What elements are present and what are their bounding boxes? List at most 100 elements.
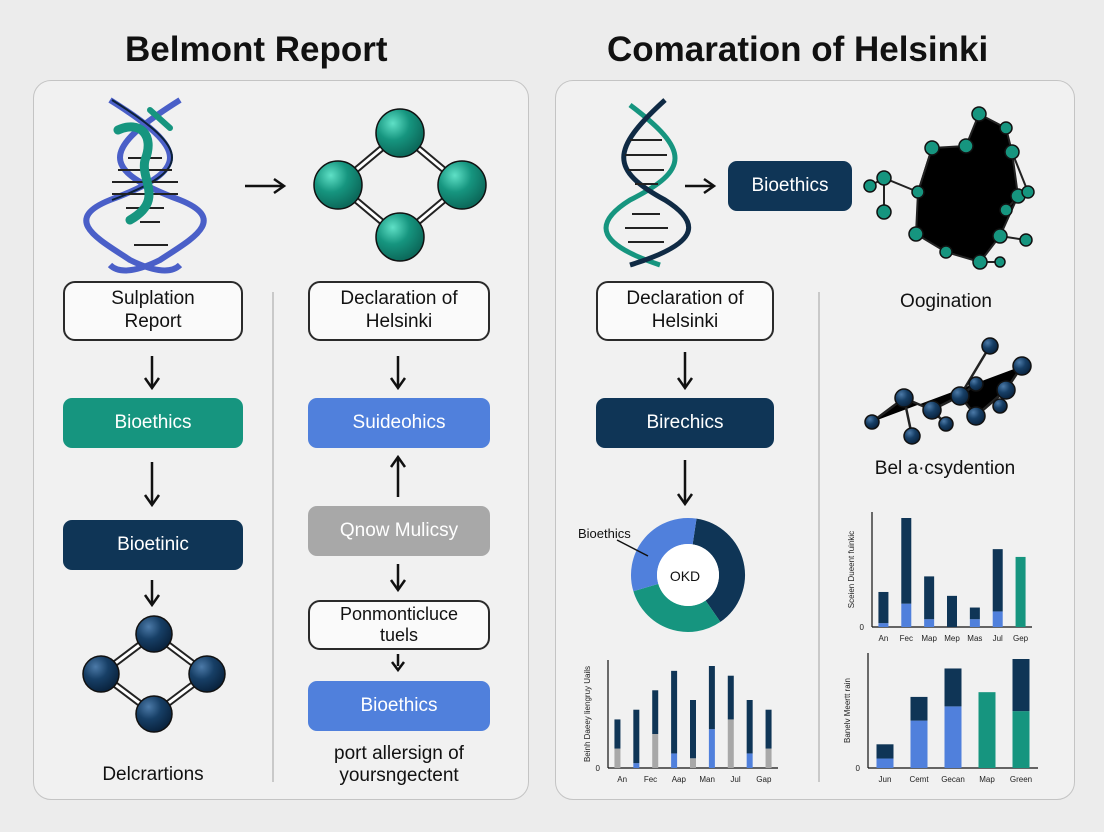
x-tick-label: Gep bbox=[1013, 634, 1029, 643]
bar-lower bbox=[969, 619, 980, 627]
donut-label-leader bbox=[616, 539, 649, 557]
oogination-caption: Oogination bbox=[900, 291, 992, 312]
bar-upper bbox=[765, 709, 772, 749]
bar-upper bbox=[633, 709, 640, 764]
y-tick-label: 0 bbox=[860, 623, 865, 632]
bar-upper bbox=[708, 666, 715, 730]
donut-slice bbox=[631, 518, 697, 592]
declaration-helsinki-box-right: Declaration of Helsinki bbox=[596, 281, 774, 341]
bar-upper bbox=[671, 670, 678, 754]
bar-lower bbox=[708, 729, 715, 768]
bar-lower bbox=[944, 706, 962, 768]
declaration-helsinki-box: Declaration of Helsinki bbox=[308, 281, 490, 341]
x-tick-label: Gap bbox=[756, 775, 772, 784]
y-tick-label: 0 bbox=[856, 764, 861, 773]
bar-lower bbox=[992, 611, 1003, 627]
bar-upper bbox=[727, 675, 734, 720]
donut-slice bbox=[691, 518, 745, 622]
bar-upper bbox=[924, 576, 935, 620]
x-tick-label: Jul bbox=[993, 634, 1003, 643]
x-tick-label: Map bbox=[921, 634, 937, 643]
x-tick-label: Map bbox=[979, 775, 995, 784]
dna-helix-right-icon bbox=[603, 98, 692, 268]
bioethics-pill-teal: Bioethics bbox=[63, 398, 243, 448]
left-divider bbox=[272, 292, 274, 782]
x-tick-label: Mas bbox=[967, 634, 982, 643]
bioetinic-pill-navy: Bioetinic bbox=[63, 520, 243, 570]
bar-lower bbox=[1012, 711, 1030, 768]
bar-lower bbox=[978, 692, 996, 768]
bioethics-pill-top: Bioethics bbox=[728, 161, 852, 211]
ponmonticluce-box: Ponmonticluce tuels bbox=[308, 600, 490, 650]
donut-center-label: OKD bbox=[669, 568, 701, 584]
left-title: Belmont Report bbox=[125, 30, 388, 69]
suideohics-pill-blue: Suideohics bbox=[308, 398, 490, 448]
bar-lower bbox=[633, 763, 640, 768]
molecule-navy-icon bbox=[82, 615, 226, 733]
x-tick-label: Jul bbox=[730, 775, 740, 784]
y-axis-label: Sceien Dueent fuinkic bbox=[847, 531, 856, 608]
arrow-right-icon-2 bbox=[685, 177, 717, 195]
donut-slice bbox=[633, 583, 721, 632]
bar-upper bbox=[944, 668, 962, 707]
arrow-right-icon bbox=[245, 177, 287, 195]
port-allersign-caption: port allersign of yoursngectent bbox=[334, 743, 464, 786]
donut-label: Bioethics bbox=[578, 526, 631, 541]
bar-upper bbox=[901, 518, 912, 604]
bar-upper bbox=[614, 719, 621, 749]
bar-upper bbox=[947, 595, 957, 627]
y-axis-label: Banelv Meertt rain bbox=[843, 678, 852, 743]
bar-lower bbox=[746, 753, 753, 768]
right-divider bbox=[818, 292, 820, 782]
x-tick-label: Mep bbox=[944, 634, 960, 643]
dna-helix-icon bbox=[83, 97, 207, 274]
qnow-mulicsy-pill-gray: Qnow Mulicsy bbox=[308, 506, 490, 556]
y-axis-label: Beinh Daeey liengruy Uails bbox=[583, 666, 592, 762]
bar-upper bbox=[1012, 659, 1030, 712]
donut-hole bbox=[657, 544, 719, 606]
x-tick-label: Fec bbox=[900, 634, 913, 643]
donut-chart bbox=[631, 518, 745, 632]
x-tick-label: An bbox=[879, 634, 889, 643]
x-tick-label: Jun bbox=[879, 775, 892, 784]
bar-upper bbox=[690, 700, 696, 759]
x-tick-label: Cemt bbox=[909, 775, 929, 784]
bar-lower bbox=[690, 758, 696, 768]
bar-lower bbox=[614, 748, 621, 768]
y-tick-label: 0 bbox=[596, 764, 601, 773]
flow-arrows-col1 bbox=[143, 356, 161, 608]
x-tick-label: Aap bbox=[672, 775, 687, 784]
bar-upper bbox=[969, 607, 980, 620]
bar-lower bbox=[910, 720, 928, 768]
bar-lower bbox=[765, 748, 772, 768]
bioethics-pill-blue: Bioethics bbox=[308, 681, 490, 731]
bar-upper bbox=[652, 690, 659, 734]
x-tick-label: An bbox=[617, 775, 627, 784]
x-tick-label: Green bbox=[1010, 775, 1032, 784]
birechics-pill: Birechics bbox=[596, 398, 774, 448]
bel-acsydention-caption: Bel a·csydention bbox=[874, 458, 1016, 479]
bar-lower bbox=[652, 734, 659, 768]
bar-lower bbox=[901, 603, 912, 627]
molecule-diamond-icon bbox=[313, 108, 487, 262]
bar-upper bbox=[878, 591, 889, 624]
bar-lower bbox=[671, 753, 678, 768]
delcrartions-caption: Delcrartions bbox=[102, 764, 204, 785]
bar-lower bbox=[924, 619, 935, 627]
bar-upper bbox=[910, 696, 928, 721]
x-tick-label: Fec bbox=[644, 775, 657, 784]
bar-lower bbox=[878, 623, 889, 627]
flow-arrows-right bbox=[676, 352, 694, 507]
bar-lower bbox=[876, 758, 894, 768]
bar-lower bbox=[1015, 556, 1026, 627]
network-navy-icon bbox=[864, 337, 1032, 445]
bar-lower bbox=[727, 719, 734, 768]
sulplation-report-box: Sulplation Report bbox=[63, 281, 243, 341]
bar-upper bbox=[876, 744, 894, 759]
network-molecule-icon bbox=[863, 106, 1035, 270]
flow-arrows-col2 bbox=[389, 356, 407, 673]
